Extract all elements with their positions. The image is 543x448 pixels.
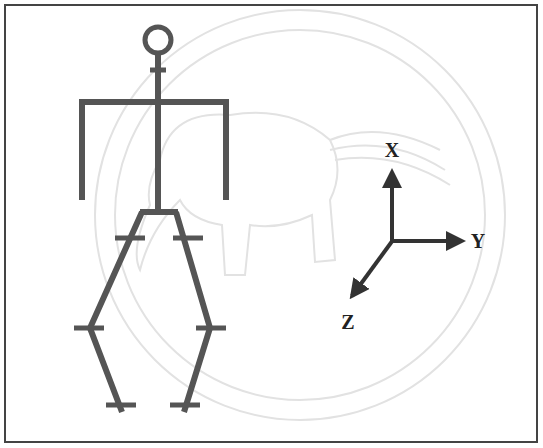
axis-label: Y — [471, 231, 485, 251]
watermark-seal — [95, 10, 505, 420]
axis-label: X — [385, 140, 399, 160]
axis-triad — [352, 172, 462, 296]
axis-label: Z — [341, 312, 354, 332]
frame-border — [5, 5, 537, 442]
stick-skeleton — [74, 27, 226, 412]
